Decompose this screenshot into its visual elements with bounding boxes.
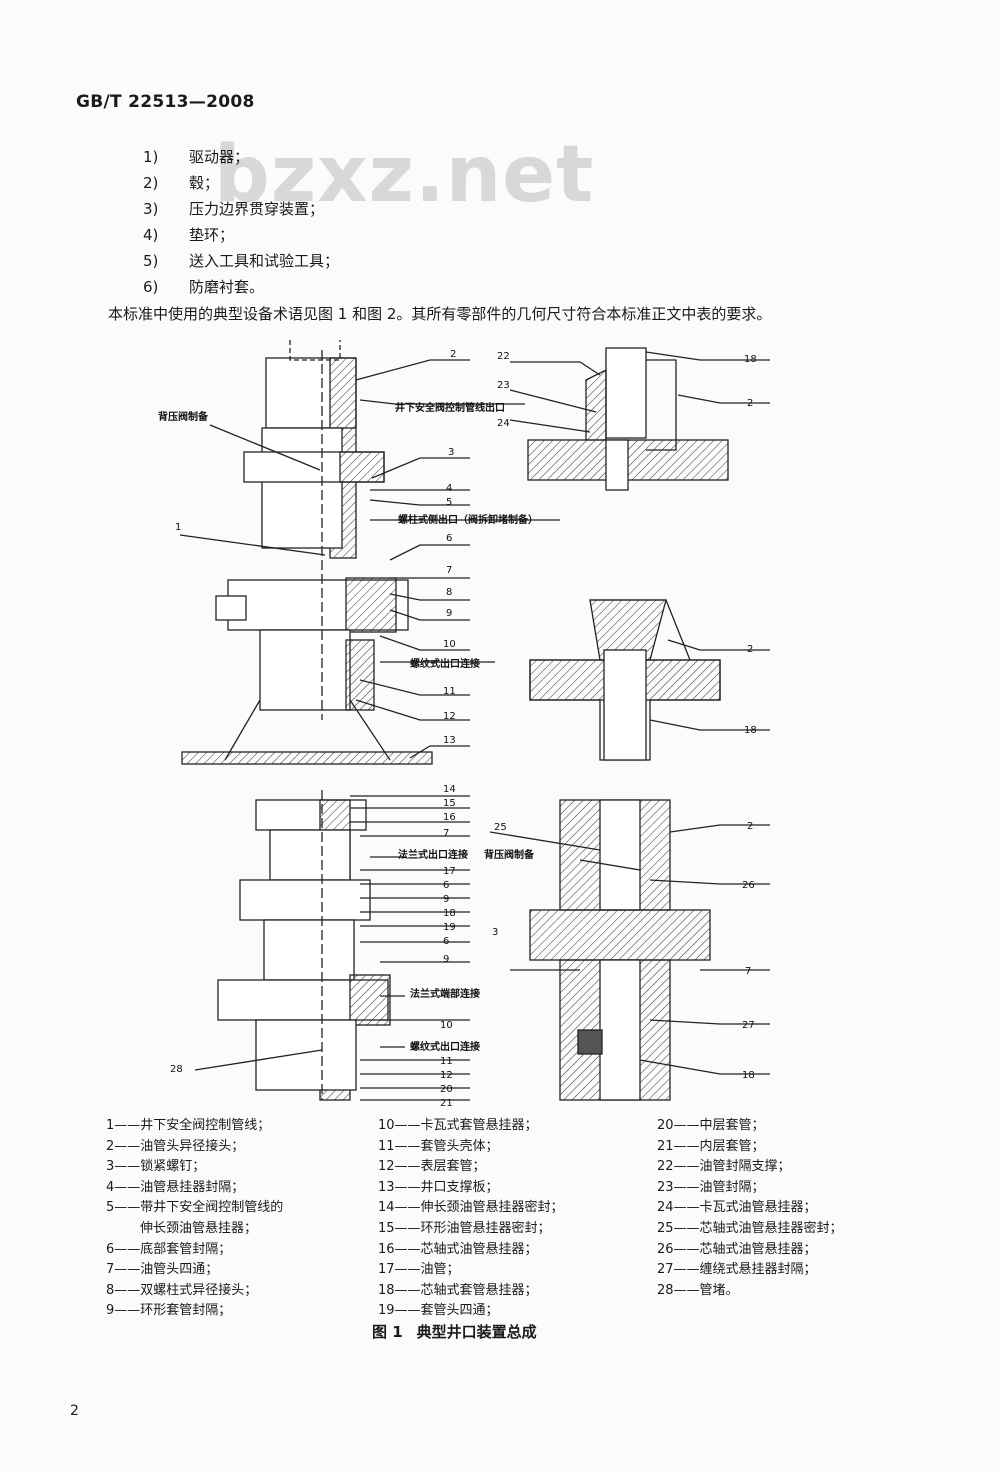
list-item: 4)垫环； bbox=[143, 226, 235, 244]
callout-label: 11 bbox=[443, 686, 456, 697]
list-item: 3)压力边界贯穿装置； bbox=[143, 200, 325, 218]
callout-label: 10 bbox=[440, 1020, 453, 1031]
callout-label: 25 bbox=[494, 822, 507, 833]
callout-label: 28 bbox=[170, 1064, 183, 1075]
callout-label: 4 bbox=[446, 483, 452, 494]
callout-label: 6 bbox=[446, 533, 452, 544]
figure-title: 典型井口装置总成 bbox=[416, 1323, 537, 1341]
callout-label: 3 bbox=[448, 447, 454, 458]
page-number: 2 bbox=[70, 1403, 79, 1419]
callout-label: 12 bbox=[440, 1070, 453, 1081]
list-item: 1)驱动器； bbox=[143, 148, 250, 166]
callout-label: 18 bbox=[443, 908, 456, 919]
callout-label: 7 bbox=[443, 828, 449, 839]
callout-label: 7 bbox=[446, 565, 452, 576]
callout-label: 9 bbox=[443, 894, 449, 905]
callout-label: 7 bbox=[745, 966, 751, 977]
callout-label: 5 bbox=[446, 497, 452, 508]
callout-label: 24 bbox=[497, 418, 510, 429]
callout-label: 6 bbox=[443, 880, 449, 891]
callout-label: 18 bbox=[744, 725, 757, 736]
callout-label: 22 bbox=[497, 351, 510, 362]
callout-label: 9 bbox=[443, 954, 449, 965]
callout-label: 11 bbox=[440, 1056, 453, 1067]
list-item: 2)毂； bbox=[143, 174, 220, 192]
legend-column-1: 1——井下安全阀控制管线； 2——油管头异径接头； 3——锁紧螺钉； 4——油管… bbox=[106, 1118, 284, 1319]
callout-label: 13 bbox=[443, 735, 456, 746]
callout-label: 螺纹式出口连接 bbox=[410, 1040, 480, 1053]
callout-label: 23 bbox=[497, 380, 510, 391]
callout-label: 螺纹式出口连接 bbox=[410, 657, 480, 670]
callout-label: 27 bbox=[742, 1020, 755, 1031]
wellhead-drawing: 2 井下安全阀控制管线出口 背压阀制备 3 4 5 螺柱式侧出口（阀拆卸堵制备）… bbox=[158, 340, 770, 1109]
callout-label: 18 bbox=[742, 1070, 755, 1081]
callout-label: 法兰式出口连接 bbox=[398, 848, 468, 861]
callout-label: 20 bbox=[440, 1084, 453, 1095]
callout-label: 6 bbox=[443, 936, 449, 947]
callout-label: 19 bbox=[443, 922, 456, 933]
callout-label: 26 bbox=[742, 880, 755, 891]
callout-label: 3 bbox=[492, 927, 498, 938]
callout-label: 17 bbox=[443, 866, 456, 877]
watermark: bzxz.net bbox=[214, 130, 595, 220]
callout-label: 14 bbox=[443, 784, 456, 795]
callout-label: 9 bbox=[446, 608, 452, 619]
callout-label: 15 bbox=[443, 798, 456, 809]
callout-label: 21 bbox=[440, 1098, 453, 1109]
callout-label: 背压阀制备 bbox=[484, 848, 535, 861]
callout-label: 8 bbox=[446, 587, 452, 598]
callout-label: 16 bbox=[443, 812, 456, 823]
callout-label: 背压阀制备 bbox=[158, 410, 209, 423]
callout-label: 法兰式端部连接 bbox=[410, 987, 480, 1000]
body-paragraph: 本标准中使用的典型设备术语见图 1 和图 2。其所有零部件的几何尺寸符合本标准正… bbox=[108, 305, 772, 323]
callout-label: 18 bbox=[744, 354, 757, 365]
figure-caption: 图 1 典型井口装置总成 bbox=[372, 1321, 551, 1342]
callout-label: 2 bbox=[747, 821, 753, 832]
callout-label: 12 bbox=[443, 711, 456, 722]
callout-label: 10 bbox=[443, 639, 456, 650]
callout-label: 1 bbox=[175, 522, 181, 533]
list-item: 6)防磨衬套。 bbox=[143, 278, 265, 296]
legend-column-2: 10——卡瓦式套管悬挂器； 11——套管头壳体； 12——表层套管； 13——井… bbox=[378, 1118, 564, 1319]
callout-label: 螺柱式侧出口（阀拆卸堵制备） bbox=[398, 513, 538, 526]
legend-column-3: 20——中层套管； 21——内层套管； 22——油管封隔支撑； 23——油管封隔… bbox=[657, 1118, 843, 1298]
callout-label: 2 bbox=[747, 644, 753, 655]
figure-number: 图 1 bbox=[372, 1323, 403, 1341]
callout-label: 2 bbox=[450, 349, 456, 360]
list-item: 5)送入工具和试验工具； bbox=[143, 252, 340, 270]
callout-label: 2 bbox=[747, 398, 753, 409]
standard-code: GB/T 22513—2008 bbox=[76, 92, 255, 112]
callout-label: 井下安全阀控制管线出口 bbox=[395, 401, 505, 414]
